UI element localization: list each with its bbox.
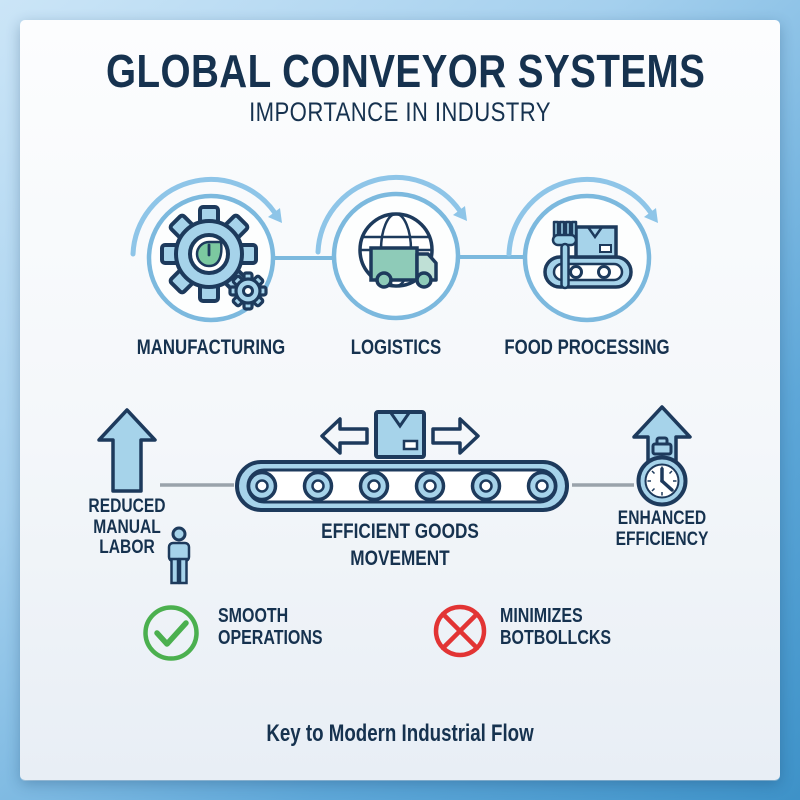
globe-truck-icon [358, 212, 438, 289]
outcome-label-smooth-operations: SMOOTH OPERATIONS [218, 605, 362, 649]
person-icon [167, 526, 191, 585]
footer-tagline: Key to Modern Industrial Flow [266, 720, 534, 747]
fork [551, 220, 578, 290]
industry-circle-food-processing [506, 177, 658, 323]
cycle-arrow-arc [506, 177, 658, 257]
left-arrow-icon [320, 417, 369, 455]
cycle-arrow-arc [315, 175, 467, 255]
industry-circle-manufacturing [130, 177, 282, 323]
benefit-label-enhanced-efficiency: ENHANCED EFFICIENCY [598, 508, 726, 549]
industry-label-food-processing: FOOD PROCESSING [504, 336, 670, 359]
industry-label-logistics: LOGISTICS [350, 336, 442, 359]
benefit-line: REDUCED [88, 495, 166, 517]
box-icon [374, 410, 426, 459]
check-circle-icon [143, 605, 199, 661]
cross-circle-icon [433, 604, 487, 658]
industry-label-manufacturing: MANUFACTURING [136, 336, 286, 359]
benefit-line: EFFICIENT GOODS [321, 519, 479, 543]
benefit-line: MANUAL [93, 515, 161, 538]
conveyor-belt-icon [235, 460, 569, 512]
industry-circle-logistics [315, 175, 467, 321]
benefit-line: EFFICIENCY [615, 527, 709, 550]
right-arrow-icon [431, 417, 480, 455]
page-subtitle: IMPORTANCE IN INDUSTRY [249, 97, 551, 127]
outcome-line: BOTBOLLCKS [500, 626, 612, 649]
page-title: GLOBAL CONVEYOR SYSTEMS [106, 45, 706, 97]
small-gear [228, 271, 268, 311]
rollers [246, 470, 558, 502]
truck [369, 246, 438, 289]
gear-icon [160, 205, 268, 311]
up-arrow-icon [97, 408, 157, 493]
box [574, 225, 618, 259]
outcome-line: OPERATIONS [218, 626, 323, 649]
fork-conveyor-icon [543, 220, 633, 290]
benefit-label-efficient-goods-movement: EFFICIENT GOODS MOVEMENT [296, 518, 504, 572]
card [20, 20, 780, 780]
benefit-line: MOVEMENT [350, 545, 450, 570]
cycle-arrow-arc [130, 177, 282, 257]
up-arrow-stopwatch-icon [632, 405, 692, 507]
outcome-line: MINIMIZES [500, 605, 583, 627]
outcome-line: SMOOTH [218, 605, 289, 627]
benefit-line: LABOR [99, 536, 155, 559]
outcome-label-minimizes-botbollcks: MINIMIZES BOTBOLLCKS [500, 605, 652, 649]
benefit-label-reduced-manual-labor: REDUCED MANUAL LABOR [63, 496, 191, 558]
benefit-line: ENHANCED [617, 507, 707, 529]
